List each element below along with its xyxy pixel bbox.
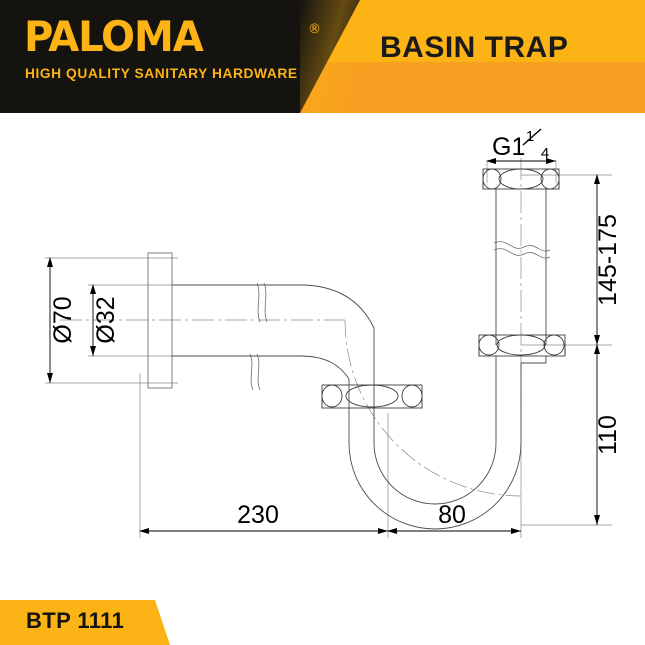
label-pipe-diameter: Ø32 (92, 296, 120, 343)
brand-logo: PALOMA ® HIGH QUALITY SANITARY HARDWARE (24, 14, 324, 100)
dimension-labels: G1 1 4 145-175 110 Ø70 Ø32 230 80 (49, 128, 622, 529)
wall-flange (147, 252, 173, 389)
u-bend (348, 328, 522, 530)
pipe-break-marks (249, 282, 268, 391)
product-code: BTP 1111 (26, 608, 125, 633)
vertical-pipe-break-mark (493, 241, 551, 259)
label-thread-numerator: 1 (526, 128, 534, 145)
label-length-230: 230 (237, 501, 279, 529)
horizontal-pipe (172, 284, 375, 380)
label-flange-diameter: Ø70 (49, 296, 77, 343)
label-length-80: 80 (438, 501, 466, 529)
registered-trademark-icon: ® (308, 22, 321, 37)
coupling-nut-bend (321, 384, 423, 409)
label-thread-whole: G1 (492, 133, 525, 161)
coupling-nut-top (482, 168, 560, 190)
technical-drawing: G1 1 4 145-175 110 Ø70 Ø32 230 80 (0, 113, 645, 583)
label-thread-denominator: 4 (541, 145, 549, 162)
centre-lines (60, 158, 522, 497)
extension-lines (45, 161, 612, 538)
page-header: PALOMA ® HIGH QUALITY SANITARY HARDWARE … (0, 0, 645, 113)
page-title: BASIN TRAP (380, 31, 569, 64)
page-footer: BTP 1111 (0, 583, 645, 645)
label-trap-depth: 110 (594, 415, 622, 455)
product-code-tab (0, 600, 170, 645)
brand-name: PALOMA (24, 12, 204, 61)
header-logo-panel (0, 0, 360, 113)
brand-tagline: HIGH QUALITY SANITARY HARDWARE (25, 66, 298, 81)
coupling-nut-middle (478, 334, 566, 357)
vertical-outlet-pipe (495, 188, 547, 345)
outlet-to-bend-joint (495, 356, 547, 364)
label-height-range: 145-175 (594, 214, 622, 306)
